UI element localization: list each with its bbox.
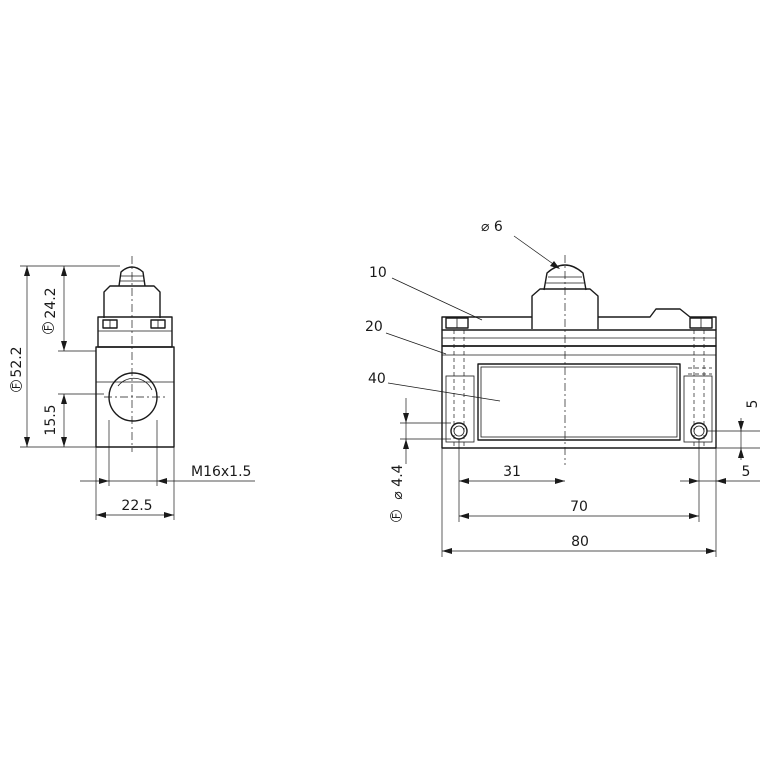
f-mark-3: F bbox=[390, 513, 403, 519]
callout-20-label: 20 bbox=[365, 319, 383, 335]
front-body bbox=[441, 345, 717, 449]
side-cap bbox=[103, 285, 161, 318]
dim-22-5-label: 22.5 bbox=[121, 498, 152, 514]
side-view: 52.2 F 24.2 F 15.5 bbox=[9, 256, 255, 520]
callout-20: 20 bbox=[365, 319, 447, 355]
thread-label: M16x1.5 bbox=[191, 464, 251, 480]
dim-52-2-label: 52.2 bbox=[9, 346, 25, 377]
plunger-diameter-label: ⌀ 6 bbox=[481, 219, 503, 235]
dim-31-label: 31 bbox=[503, 464, 521, 480]
dim-hole-edge-label: 5 bbox=[742, 464, 751, 480]
front-label-window bbox=[477, 363, 681, 441]
callout-40: 40 bbox=[368, 371, 501, 402]
dim-15-5-label: 15.5 bbox=[43, 404, 59, 435]
front-top-cover bbox=[441, 308, 717, 330]
dim-70: 70 bbox=[459, 499, 699, 519]
dim-31: 31 bbox=[459, 464, 565, 484]
callout-10-label: 10 bbox=[369, 265, 387, 281]
dim-22-5: 22.5 bbox=[95, 447, 175, 520]
hole-diameter-label: ⌀ 4.4 bbox=[390, 464, 406, 499]
dim-hole-vertical: 5 bbox=[707, 400, 761, 460]
dim-24-2: 24.2 F bbox=[42, 266, 96, 352]
dim-15-5: 15.5 bbox=[43, 393, 104, 447]
callout-10: 10 bbox=[369, 265, 483, 321]
side-flange bbox=[97, 316, 173, 348]
dim-52-2: 52.2 F bbox=[9, 265, 120, 448]
side-body bbox=[95, 346, 175, 448]
front-plunger-dome bbox=[543, 264, 587, 291]
front-hole-right bbox=[690, 422, 708, 440]
dim-hole-diameter: ⌀ 4.4 F bbox=[390, 398, 451, 522]
dim-plunger-diameter: ⌀ 6 bbox=[481, 219, 560, 269]
front-view: ⌀ 6 10 20 40 ⌀ 4.4 F bbox=[365, 219, 761, 557]
dim-80-label: 80 bbox=[571, 534, 589, 550]
callout-40-label: 40 bbox=[368, 371, 386, 387]
dim-70-label: 70 bbox=[570, 499, 588, 515]
f-mark-2: F bbox=[42, 325, 55, 331]
f-mark-1: F bbox=[10, 383, 23, 389]
dim-hole-edge: 5 bbox=[680, 464, 760, 484]
dim-hole-vertical-label: 5 bbox=[745, 400, 761, 409]
dim-80: 80 bbox=[442, 534, 716, 554]
dim-thread: M16x1.5 bbox=[80, 420, 255, 486]
dim-24-2-label: 24.2 bbox=[43, 287, 59, 318]
front-hole-left bbox=[450, 422, 468, 440]
